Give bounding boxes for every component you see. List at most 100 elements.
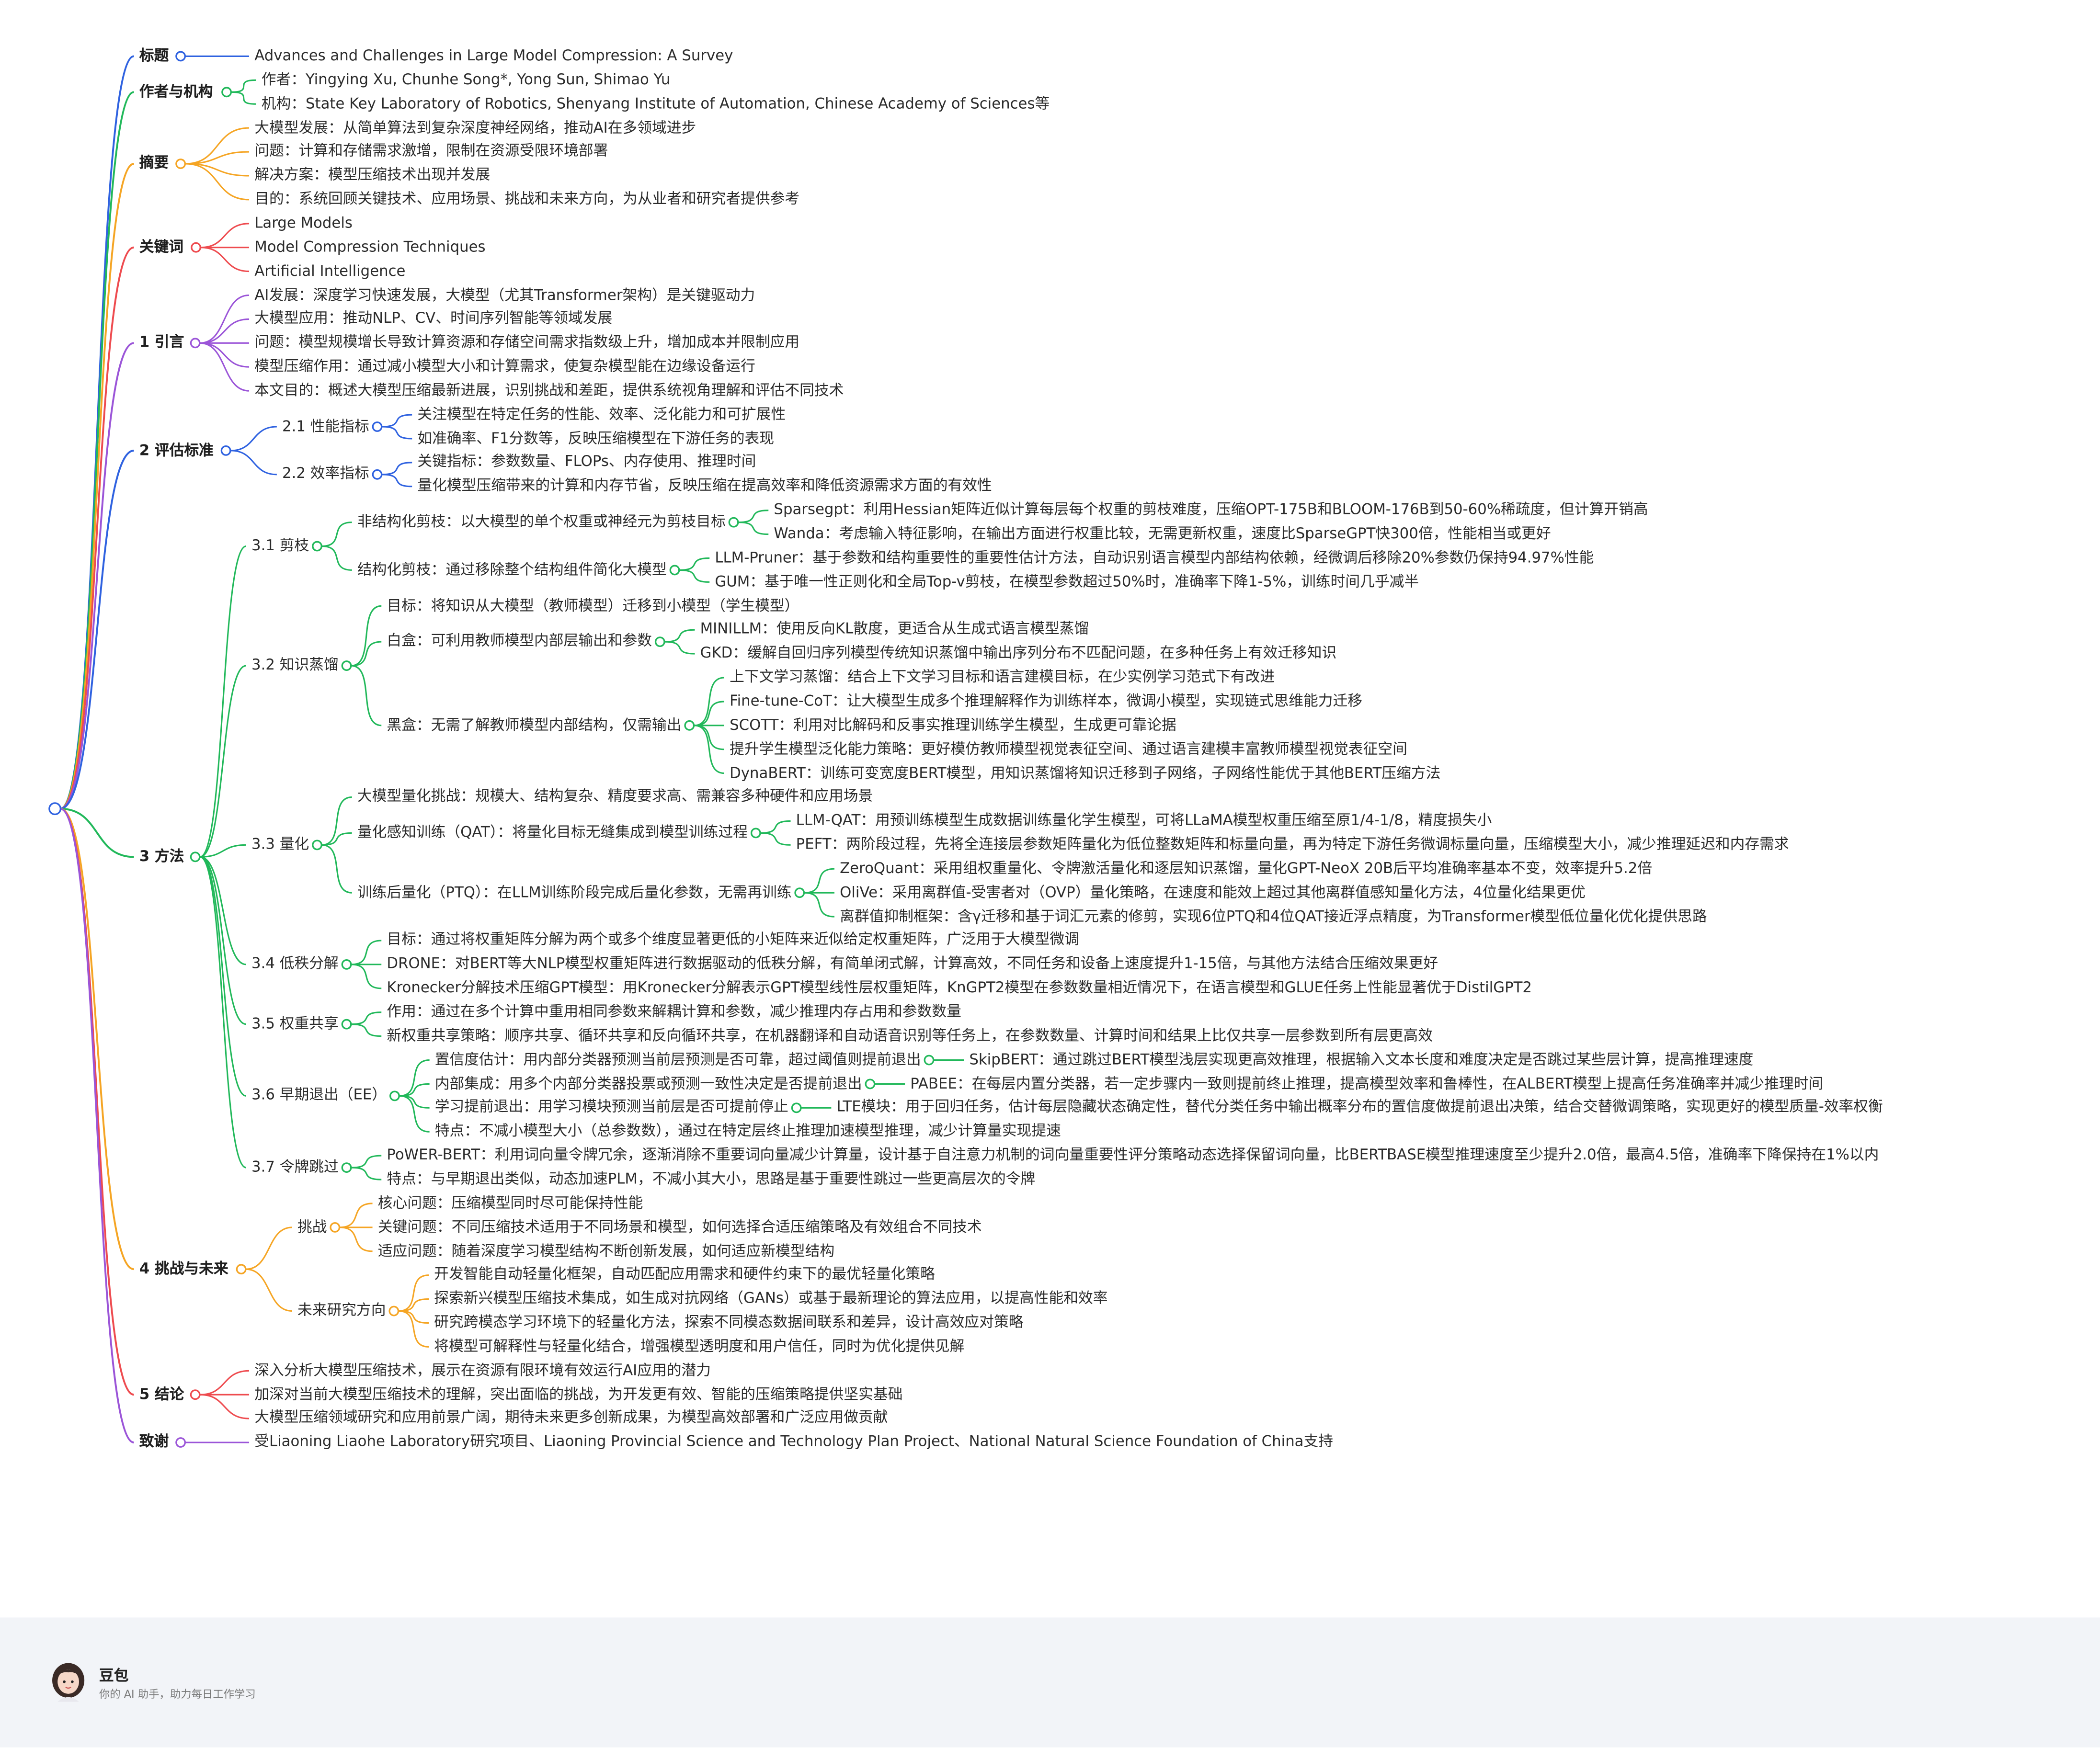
mindmap-node[interactable]: 大模型压缩领域研究和应用前景广阔，期待未来更多创新成果，为模型高效部署和广泛应用… — [254, 1409, 888, 1427]
mindmap-node[interactable]: MINILLM：使用反向KL散度，更适合从生成式语言模型蒸馏 — [700, 620, 1089, 638]
mindmap-node[interactable]: 深入分析大模型压缩技术，展示在资源有限环境有效运行AI应用的潜力 — [254, 1361, 711, 1379]
mindmap-node[interactable]: 上下文学习蒸馏：结合上下文学习目标和语言建模目标，在少实例学习范式下有改进 — [730, 668, 1275, 686]
mindmap-node[interactable]: 学习提前退出：用学习模块预测当前层是否可提前停止 — [434, 1098, 788, 1116]
mindmap-node[interactable]: 训练后量化（PTQ）：在LLM训练阶段完成后量化参数，无需再训练 — [357, 883, 792, 901]
mindmap-node[interactable]: 探索新兴模型压缩技术集成，如生成对抗网络（GANs）或基于最新理论的算法应用，以… — [434, 1289, 1108, 1307]
mindmap-node[interactable]: 本文目的：概述大模型压缩最新进展，识别挑战和差距，提供系统视角理解和评估不同技术 — [254, 381, 844, 399]
mindmap-node[interactable]: 作用：通过在多个计算中重用相同参数来解耦计算和参数，减少推理内存占用和参数数量 — [387, 1003, 961, 1021]
mindmap-node[interactable]: GUM：基于唯一性正则化和全局Top-v剪枝，在模型参数超过50%时，准确率下降… — [715, 572, 1419, 590]
mindmap-node[interactable]: 将模型可解释性与轻量化结合，增强模型透明度和用户信任，同时为优化提供见解 — [434, 1337, 965, 1355]
mindmap-node[interactable]: LLM-Pruner：基于参数和结构重要性的重要性估计方法，自动识别语言模型内部… — [715, 548, 1594, 567]
mindmap-node[interactable]: 结构化剪枝：通过移除整个结构组件简化大模型 — [357, 560, 667, 579]
mindmap-node[interactable]: SCOTT：利用对比解码和反事实推理训练学生模型，生成更可靠论据 — [730, 716, 1176, 734]
mindmap-node[interactable]: Kronecker分解技术压缩GPT模型：用Kronecker分解表示GPT模型… — [387, 979, 1532, 997]
mindmap-node[interactable]: Fine-tune-CoT：让大模型生成多个推理解释作为训练样本，微调小模型，实… — [730, 692, 1362, 710]
collapse-toggle-dot[interactable] — [791, 1102, 802, 1113]
mindmap-node[interactable]: 3.4 低秩分解 — [251, 955, 339, 973]
collapse-toggle-dot[interactable] — [924, 1055, 935, 1066]
mindmap-node[interactable]: 特点：与早期退出类似，动态加速PLM，不减小其大小，思路是基于重要性跳过一些更高… — [387, 1170, 1036, 1188]
mindmap-node[interactable]: 目标：将知识从大模型（教师模型）迁移到小模型（学生模型） — [387, 596, 799, 614]
collapse-toggle-dot[interactable] — [728, 517, 739, 528]
mindmap-node[interactable]: GKD：缓解自回归序列模型传统知识蒸馏中输出序列分布不匹配问题，在多种任务上有效… — [700, 644, 1337, 662]
mindmap-node[interactable]: 目标：通过将权重矩阵分解为两个或多个维度显著更低的小矩阵来近似给定权重矩阵，广泛… — [387, 931, 1079, 949]
mindmap-node[interactable]: 受Liaoning Liaohe Laboratory研究项目、Liaoning… — [254, 1433, 1334, 1451]
mindmap-node[interactable]: 2.1 性能指标 — [282, 417, 369, 435]
collapse-toggle-dot[interactable] — [312, 840, 322, 851]
branch-label[interactable]: 标题 — [139, 46, 169, 65]
mindmap-node[interactable]: 量化模型压缩带来的计算和内存节省，反映压缩在提高效率和降低资源需求方面的有效性 — [417, 477, 992, 495]
mindmap-node[interactable]: ZeroQuant：采用组权重量化、令牌激活量化和逐层知识蒸馏，量化GPT-Ne… — [840, 859, 1653, 877]
mindmap-node[interactable]: Large Models — [254, 214, 353, 232]
mindmap-node[interactable]: 黑盒：无需了解教师模型内部结构，仅需输出 — [387, 716, 682, 734]
collapse-toggle-dot[interactable] — [48, 802, 62, 816]
collapse-toggle-dot[interactable] — [372, 469, 383, 480]
collapse-toggle-dot[interactable] — [372, 421, 383, 432]
mindmap-node[interactable]: 特点：不减小模型大小（总参数数），通过在特定层终止推理加速模型推理，减少计算量实… — [434, 1122, 1061, 1140]
collapse-toggle-dot[interactable] — [865, 1078, 876, 1090]
mindmap-node[interactable]: 3.2 知识蒸馏 — [251, 656, 339, 674]
mindmap-node[interactable]: 3.6 早期退出（EE） — [251, 1086, 387, 1104]
branch-label[interactable]: 4 挑战与未来 — [139, 1260, 228, 1277]
mindmap-node[interactable]: 问题：模型规模增长导致计算资源和存储空间需求指数级上升，增加成本并限制应用 — [254, 333, 800, 352]
collapse-toggle-dot[interactable] — [341, 959, 352, 970]
mindmap-node[interactable]: Artificial Intelligence — [254, 261, 406, 280]
mindmap-node[interactable]: SkipBERT：通过跳过BERT模型浅层实现更高效推理，根据输入文本长度和难度… — [969, 1050, 1754, 1068]
mindmap-node[interactable]: OliVe：采用离群值-受害者对（OVP）量化策略，在速度和能效上超过其他离群值… — [840, 883, 1586, 901]
mindmap-node[interactable]: 关键指标：参数数量、FLOPs、内存使用、推理时间 — [417, 453, 756, 471]
mindmap-node[interactable]: Advances and Challenges in Large Model C… — [254, 46, 733, 65]
branch-label[interactable]: 摘要 — [139, 154, 169, 172]
mindmap-node[interactable]: 加深对当前大模型压缩技术的理解，突出面临的挑战，为开发更有效、智能的压缩策略提供… — [254, 1385, 903, 1403]
branch-label[interactable]: 作者与机构 — [139, 82, 213, 101]
mindmap-node[interactable]: 未来研究方向 — [297, 1301, 386, 1319]
mindmap-node[interactable]: 关键问题：不同压缩技术适用于不同场景和模型，如何选择合适压缩策略及有效组合不同技… — [377, 1218, 982, 1236]
mindmap-node[interactable]: 新权重共享策略：顺序共享、循环共享和反向循环共享，在机器翻译和自动语音识别等任务… — [387, 1027, 1433, 1044]
collapse-toggle-dot[interactable] — [669, 565, 680, 576]
mindmap-node[interactable]: 研究跨模态学习环境下的轻量化方法，探索不同模态数据间联系和差异，设计高效应对策略 — [434, 1313, 1024, 1331]
collapse-toggle-dot[interactable] — [341, 1019, 352, 1030]
mindmap-node[interactable]: 机构：State Key Laboratory of Robotics, She… — [261, 94, 1050, 112]
collapse-toggle-dot[interactable] — [341, 1162, 352, 1173]
collapse-toggle-dot[interactable] — [220, 445, 231, 456]
mindmap-node[interactable]: 离群值抑制框架：含γ迁移和基于词汇元素的修剪，实现6位PTQ和4位QAT接近浮点… — [840, 907, 1707, 925]
collapse-toggle-dot[interactable] — [389, 1090, 400, 1101]
collapse-toggle-dot[interactable] — [236, 1264, 247, 1275]
branch-label[interactable]: 5 结论 — [139, 1385, 184, 1403]
girl-avatar-icon[interactable] — [49, 1660, 87, 1703]
mindmap-node[interactable]: 非结构化剪枝：以大模型的单个权重或神经元为剪枝目标 — [357, 513, 726, 531]
mindmap-node[interactable]: 关注模型在特定任务的性能、效率、泛化能力和可扩展性 — [417, 405, 786, 423]
mindmap-node[interactable]: 目的：系统回顾关键技术、应用场景、挑战和未来方向，为从业者和研究者提供参考 — [254, 190, 800, 208]
mindmap-node[interactable]: PEFT：两阶段过程，先将全连接层参数矩阵量化为低位整数矩阵和标量向量，再为特定… — [796, 835, 1789, 853]
branch-label[interactable]: 致谢 — [139, 1433, 169, 1451]
mindmap-node[interactable]: 大模型量化挑战：规模大、结构复杂、精度要求高、需兼容多种硬件和应用场景 — [357, 787, 873, 806]
collapse-toggle-dot[interactable] — [341, 660, 352, 671]
mindmap-node[interactable]: 3.3 量化 — [251, 835, 309, 853]
mindmap-node[interactable]: Wanda：考虑输入特征影响，在输出方面进行权重比较，无需更新权重，速度比Spa… — [774, 524, 1551, 543]
mindmap-node[interactable]: 大模型应用：推动NLP、CV、时间序列智能等领域发展 — [254, 309, 613, 328]
collapse-toggle-dot[interactable] — [175, 159, 186, 169]
mindmap-node[interactable]: 模型压缩作用：通过减小模型大小和计算需求，使复杂模型能在边缘设备运行 — [254, 357, 755, 375]
collapse-toggle-dot[interactable] — [190, 338, 201, 349]
collapse-toggle-dot[interactable] — [175, 1437, 186, 1448]
collapse-toggle-dot[interactable] — [312, 541, 322, 552]
mindmap-node[interactable]: DynaBERT：训练可变宽度BERT模型，用知识蒸馏将知识迁移到子网络，子网络… — [730, 764, 1441, 782]
mindmap-node[interactable]: LTE模块：用于回归任务，估计每层隐藏状态确定性，替代分类任务中输出概率分布的置… — [836, 1098, 1883, 1116]
mindmap-node[interactable]: Model Compression Techniques — [254, 238, 486, 256]
mindmap-node[interactable]: 解决方案：模型压缩技术出现并发展 — [254, 166, 491, 184]
mindmap-node[interactable]: PoWER-BERT：利用词向量令牌冗余，逐渐消除不重要词向量减少计算量，设计基… — [387, 1146, 1879, 1164]
mindmap-node[interactable]: 作者：Yingying Xu, Chunhe Song*, Yong Sun, … — [261, 70, 671, 89]
branch-label[interactable]: 2 评估标准 — [139, 441, 214, 459]
collapse-toggle-dot[interactable] — [221, 87, 232, 98]
collapse-toggle-dot[interactable] — [190, 851, 201, 863]
mindmap-node[interactable]: 置信度估计：用内部分类器预测当前层预测是否可靠，超过阈值则提前退出 — [434, 1050, 921, 1068]
mindmap-node[interactable]: 白盒：可利用教师模型内部层输出和参数 — [387, 632, 652, 650]
mindmap-node[interactable]: 2.2 效率指标 — [282, 465, 369, 483]
mindmap-node[interactable]: 问题：计算和存储需求激增，限制在资源受限环境部署 — [254, 142, 608, 160]
collapse-toggle-dot[interactable] — [388, 1305, 399, 1317]
mindmap-node[interactable]: Sparsegpt：利用Hessian矩阵近似计算每层每个权重的剪枝难度，压缩O… — [774, 501, 1648, 519]
collapse-toggle-dot[interactable] — [191, 242, 201, 253]
collapse-toggle-dot[interactable] — [175, 51, 186, 62]
mindmap-node[interactable]: 大模型发展：从简单算法到复杂深度神经网络，推动AI在多领域进步 — [254, 118, 696, 136]
collapse-toggle-dot[interactable] — [684, 720, 695, 731]
collapse-toggle-dot[interactable] — [654, 636, 665, 647]
mindmap-node[interactable]: DRONE：对BERT等大NLP模型权重矩阵进行数据驱动的低秩分解，有简单闭式解… — [387, 955, 1438, 973]
